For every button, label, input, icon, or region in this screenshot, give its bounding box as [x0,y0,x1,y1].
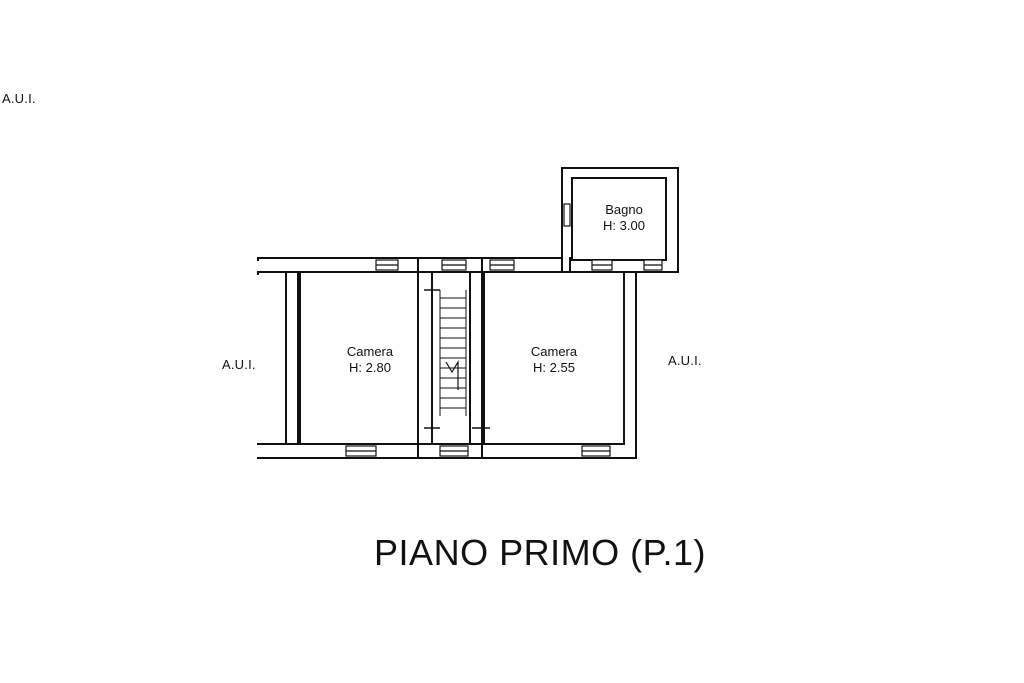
floor-title: PIANO PRIMO (P.1) [374,532,706,573]
room-height: H: 3.00 [603,218,645,233]
label-aui-left: A.U.I. [222,357,256,372]
room-label-camera-2: Camera H: 2.55 [504,344,604,376]
bathroom-outer [561,167,679,273]
room-name: Camera [530,344,578,359]
staircase [439,290,467,416]
room-name: Camera [346,344,394,359]
room-height: H: 2.80 [349,360,391,375]
room-height: H: 2.55 [533,360,575,375]
windows [345,203,663,457]
label-aui-top-left: A.U.I. [2,91,36,106]
room-label-bagno: Bagno H: 3.00 [576,202,672,234]
bathroom-inner [571,177,667,261]
room-name: Bagno [605,202,643,217]
door-markers [424,284,490,434]
room-label-camera-1: Camera H: 2.80 [320,344,420,376]
label-aui-right: A.U.I. [668,353,702,368]
